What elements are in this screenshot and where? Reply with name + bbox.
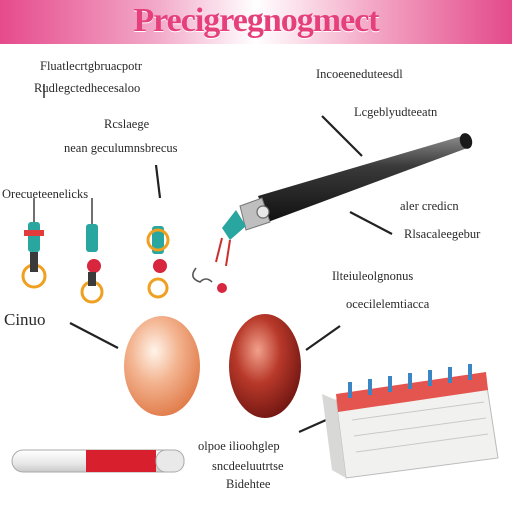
clip-tool-1	[21, 198, 47, 289]
connector-mid-left	[154, 164, 162, 199]
test-tube	[11, 449, 185, 473]
page-title: Precigregnogmect	[133, 2, 379, 39]
injector-pen	[192, 133, 473, 293]
label-mid-left-1: Rcslaege	[104, 117, 150, 131]
label-egg-left: Cinuo	[4, 310, 46, 329]
label-bottom-2: sncdeeluutrtse	[212, 459, 284, 473]
egg-dark	[229, 314, 301, 418]
label-bottom-1: olpoe ilioohglep	[198, 439, 280, 453]
connector-lines	[43, 84, 393, 434]
connector-right-mid	[349, 211, 393, 235]
egg-light	[124, 316, 200, 416]
calendar-stand	[322, 364, 499, 479]
label-mid-left-2: nean geculumnsbrecus	[64, 141, 178, 155]
label-right-center-2: ocecilelemtiacca	[346, 297, 430, 311]
label-top-right: Incoeeneduteesdl	[316, 67, 403, 81]
label-top-left-1: Fluatlecrtgbruacpotr	[40, 59, 143, 73]
label-right-upper: Lcgeblyudteeatn	[354, 105, 438, 119]
connector-egg-left	[69, 322, 119, 349]
clip-tool-2	[80, 198, 104, 304]
label-right-mid-1: aler credicn	[400, 199, 459, 213]
label-bottom-3: Bidehtee	[226, 477, 271, 491]
connector-bottom	[298, 418, 327, 434]
label-tools-caption: Orecueteenelicks	[2, 187, 89, 201]
connector-top-right	[321, 115, 363, 157]
label-top-left-2: Rudlegctedhecesaloo	[34, 81, 141, 95]
connector-right-center	[305, 325, 341, 351]
clip-tool-3	[146, 226, 170, 299]
clip-tools	[21, 198, 170, 304]
label-right-center-1: Ilteiuleolgnonus	[332, 269, 414, 283]
title-band	[0, 0, 512, 44]
label-right-mid-2: Rlsacaleegebur	[404, 227, 481, 241]
